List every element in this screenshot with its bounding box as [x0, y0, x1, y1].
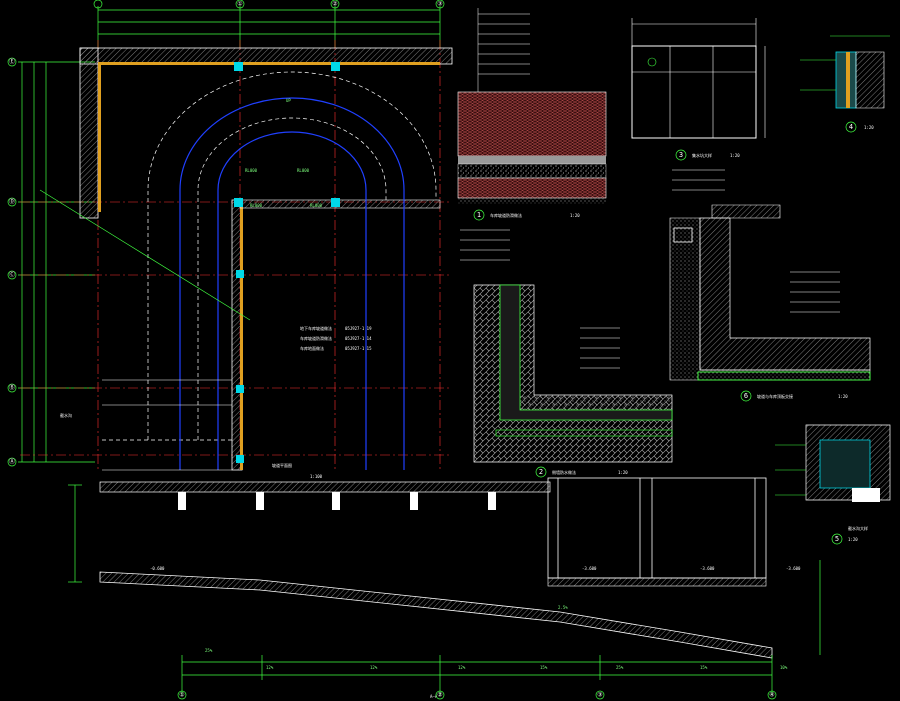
svg-text:坡道与车库顶板交接: 坡道与车库顶板交接 [757, 393, 793, 399]
svg-text:-3.600: -3.600 [786, 566, 801, 571]
svg-text:1:20: 1:20 [848, 537, 858, 542]
svg-text:RL000: RL000 [250, 203, 263, 208]
svg-text:1:20: 1:20 [618, 470, 628, 475]
svg-text:05J927-1 14: 05J927-1 14 [345, 336, 372, 341]
grid-label-left-e: Ⓐ [9, 458, 15, 466]
ramp-curbs [102, 379, 232, 471]
section-slope-labels: 25% 12% 12% 12% 15% 25% 15% 10% 2.5% -0.… [150, 566, 801, 699]
svg-text:12%: 12% [458, 665, 466, 670]
grid-label-left-b: Ⓓ [9, 198, 15, 206]
grid-label-top-2: ② [332, 1, 337, 8]
svg-text:1:20: 1:20 [570, 213, 580, 218]
svg-text:1:20: 1:20 [730, 153, 740, 158]
detail-4: 4 1:20 [800, 35, 890, 133]
grid-bubbles-top [93, 0, 445, 9]
svg-text:坡道平面图: 坡道平面图 [272, 462, 292, 468]
svg-text:③: ③ [597, 692, 602, 699]
svg-text:1:100: 1:100 [310, 474, 323, 479]
ramp-centerlines [179, 97, 405, 470]
section-view: 25% 12% 12% 12% 15% 25% 15% 10% 2.5% -0.… [68, 477, 821, 699]
plan-view: 地下车库坡道做法 车库坡道防滑做法 车库地面做法 05J927-1 19 05J… [18, 6, 453, 479]
svg-text:15%: 15% [540, 665, 548, 670]
grid-bubbles-bottom [177, 690, 777, 700]
columns [234, 62, 340, 463]
svg-text:RL000: RL000 [310, 203, 323, 208]
svg-text:3: 3 [679, 151, 683, 159]
detail-6: 6 坡道与车库顶板交接 1:20 [669, 169, 871, 402]
section-title: A—A [430, 694, 438, 699]
ramp-dashed-arcs [102, 71, 437, 441]
detail-5: 5 截水沟大样 1:20 [775, 424, 891, 545]
svg-text:UP: UP [286, 98, 291, 103]
svg-text:集水坑大样: 集水坑大样 [692, 152, 712, 158]
svg-text:6: 6 [744, 392, 748, 400]
svg-text:1: 1 [477, 211, 481, 219]
svg-text:①: ① [179, 692, 184, 699]
svg-text:④: ④ [769, 692, 774, 699]
plan-notes: 地下车库坡道做法 车库坡道防滑做法 车库地面做法 05J927-1 19 05J… [60, 98, 372, 479]
perimeter-walls [79, 47, 453, 471]
svg-text:05J927-1 19: 05J927-1 19 [345, 326, 372, 331]
svg-text:截水沟: 截水沟 [60, 412, 72, 418]
svg-text:1:20: 1:20 [864, 125, 874, 130]
svg-text:12%: 12% [266, 665, 274, 670]
top-dimension-lines [97, 6, 441, 48]
svg-text:1:20: 1:20 [838, 394, 848, 399]
svg-text:4: 4 [849, 123, 853, 131]
svg-text:-3.600: -3.600 [582, 566, 597, 571]
svg-text:15%: 15% [700, 665, 708, 670]
svg-text:5: 5 [835, 535, 839, 543]
svg-text:地下车库坡道做法: 地下车库坡道做法 [300, 325, 332, 331]
svg-text:05J927-1 15: 05J927-1 15 [345, 346, 372, 351]
svg-text:12%: 12% [370, 665, 378, 670]
section-cut-line [39, 189, 251, 321]
grid-label-left-c: Ⓒ [9, 271, 15, 279]
svg-text:车库地面做法: 车库地面做法 [300, 345, 324, 351]
svg-text:-3.600: -3.600 [700, 566, 715, 571]
svg-text:-0.600: -0.600 [150, 566, 165, 571]
detail-3: 3 集水坑大样 1:20 [631, 18, 766, 161]
svg-text:侧墙防水做法: 侧墙防水做法 [552, 469, 576, 475]
svg-text:25%: 25% [205, 648, 213, 653]
grid-label-top-3: ③ [437, 1, 442, 8]
detail-1: 1 车库坡道防滑做法 1:20 [457, 8, 607, 221]
svg-text:截水沟大样: 截水沟大样 [848, 525, 868, 531]
svg-text:2: 2 [539, 468, 543, 476]
detail-2: 2 侧墙防水做法 1:20 [460, 229, 673, 478]
svg-text:RL000: RL000 [297, 168, 310, 173]
grid-label-left-d: Ⓑ [9, 384, 15, 392]
svg-text:车库坡道防滑做法: 车库坡道防滑做法 [490, 212, 522, 218]
svg-text:2.5%: 2.5% [558, 605, 568, 610]
svg-text:车库坡道防滑做法: 车库坡道防滑做法 [300, 335, 332, 341]
svg-text:②: ② [437, 692, 442, 699]
svg-text:RL000: RL000 [245, 168, 258, 173]
grid-label-top-1: ① [237, 1, 242, 8]
grid-bubbles-left [7, 57, 17, 467]
svg-text:25%: 25% [616, 665, 624, 670]
grid-label-left-a: Ⓔ [9, 58, 15, 66]
svg-text:10%: 10% [780, 665, 788, 670]
